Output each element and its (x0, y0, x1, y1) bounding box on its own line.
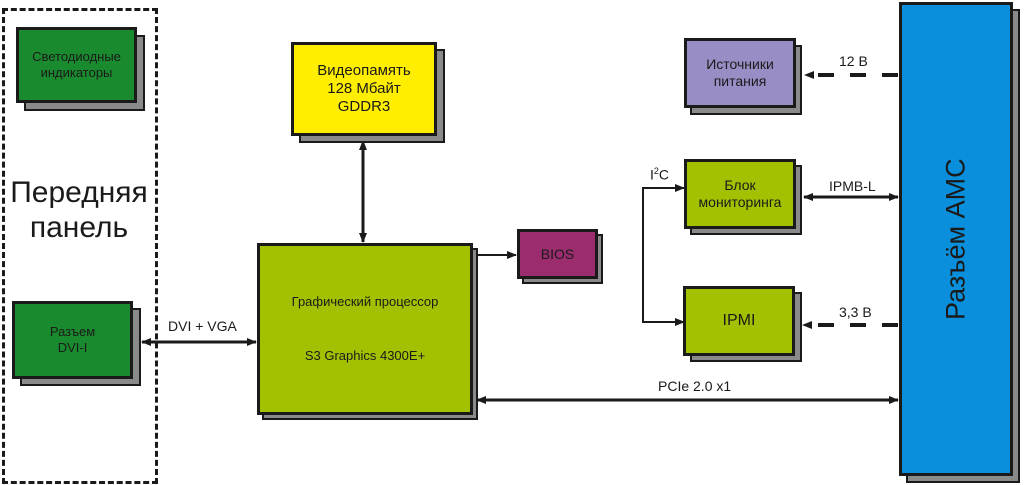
gpu-line1: Графический процессор (291, 294, 439, 310)
bios-label: BIOS (540, 245, 575, 262)
leds-label-line1: Светодиодные (32, 49, 121, 65)
leds-block: Светодиодные индикаторы (16, 27, 137, 103)
v12-label: 12 В (839, 53, 868, 69)
ipmb-label: IPMB-L (829, 178, 876, 194)
i2c-label-end: C (658, 166, 670, 183)
monitor-line2: мониторинга (698, 194, 782, 210)
ipmi-label: IPMI (722, 312, 756, 330)
video-memory-line2: 128 Мбайт (327, 80, 401, 97)
power-line2: питания (713, 73, 767, 89)
ipmi-block: IPMI (683, 286, 795, 356)
dvi-connector-block: Разъем DVI-I (12, 301, 133, 379)
monitoring-block: Блок мониторинга (684, 159, 796, 229)
v33-label: 3,3 В (839, 304, 872, 320)
gpu-block: Графический процессор S3 Graphics 4300E+ (257, 243, 473, 415)
video-memory-line3: GDDR3 (337, 98, 391, 115)
pcie-label: PCIe 2.0 x1 (658, 378, 732, 394)
leds-label-line2: индикаторы (40, 65, 113, 80)
monitor-line1: Блок (724, 177, 756, 194)
video-memory-block: Видеопамять 128 Мбайт GDDR3 (291, 42, 437, 136)
power-sources-block: Источники питания (684, 38, 796, 108)
gpu-line2: S3 Graphics 4300E+ (304, 348, 426, 363)
dvi-connector-line1: Разъем (49, 324, 96, 340)
i2c-label-sup: 2 (653, 166, 659, 176)
power-line1: Источники (706, 56, 774, 73)
dvi-vga-label: DVI + VGA (168, 318, 237, 334)
front-panel-title-line2: панель (29, 210, 129, 244)
front-panel-title: Передняя панель (4, 176, 154, 245)
i2c-label: I2C (650, 166, 669, 183)
i2c-link (642, 187, 683, 323)
front-panel-title-line1: Передняя (10, 176, 148, 209)
bios-block: BIOS (517, 229, 598, 279)
amc-label: Разъём AMC (940, 158, 971, 320)
amc-connector-block: Разъём AMC (899, 2, 1013, 476)
video-memory-line1: Видеопамять (317, 62, 411, 79)
dvi-connector-line2: DVI-I (57, 340, 88, 355)
i2c-label-main: I (650, 166, 654, 183)
front-panel-frame (2, 8, 158, 484)
